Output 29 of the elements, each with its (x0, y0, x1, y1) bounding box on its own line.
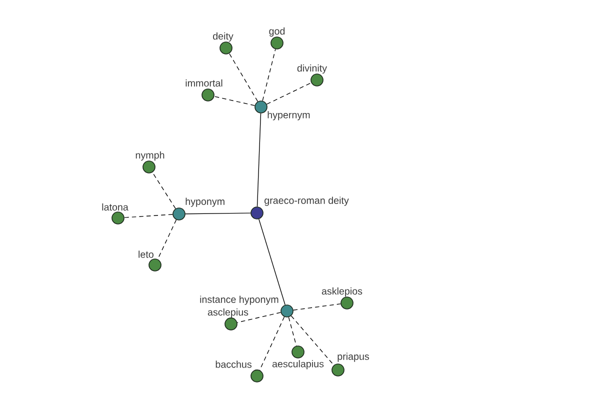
connector-line (290, 316, 334, 366)
node-label: asklepios (322, 287, 362, 297)
node-label: aesculapius (272, 360, 324, 370)
connector-line (214, 96, 256, 106)
connector-line (228, 53, 258, 102)
connector-line (185, 212, 251, 214)
node-label: deity (213, 32, 234, 42)
node-label: asclepius (208, 308, 248, 318)
connector-line (124, 214, 173, 218)
connector-line (152, 172, 176, 209)
node-label: god (269, 27, 285, 37)
node-label: latona (102, 203, 128, 211)
connector-line (258, 218, 286, 306)
connector-line (266, 82, 312, 105)
node-label: divinity (297, 64, 327, 74)
node-label: nymph (136, 151, 164, 161)
node-label: hypernym (268, 111, 310, 120)
node-label: graeco-roman deity (264, 196, 349, 206)
connector-line (236, 312, 282, 323)
connector-line (256, 113, 262, 207)
node-label: immortal (186, 79, 222, 87)
node-label: bacchus (216, 360, 252, 368)
connector-line (288, 316, 297, 346)
node-label: priapus (338, 352, 370, 362)
node-label: leto (138, 250, 154, 258)
connector-line (293, 303, 341, 310)
node-label: instance hyponym (200, 296, 278, 305)
node-label: hyponym (186, 198, 224, 207)
connector-line (262, 48, 276, 102)
